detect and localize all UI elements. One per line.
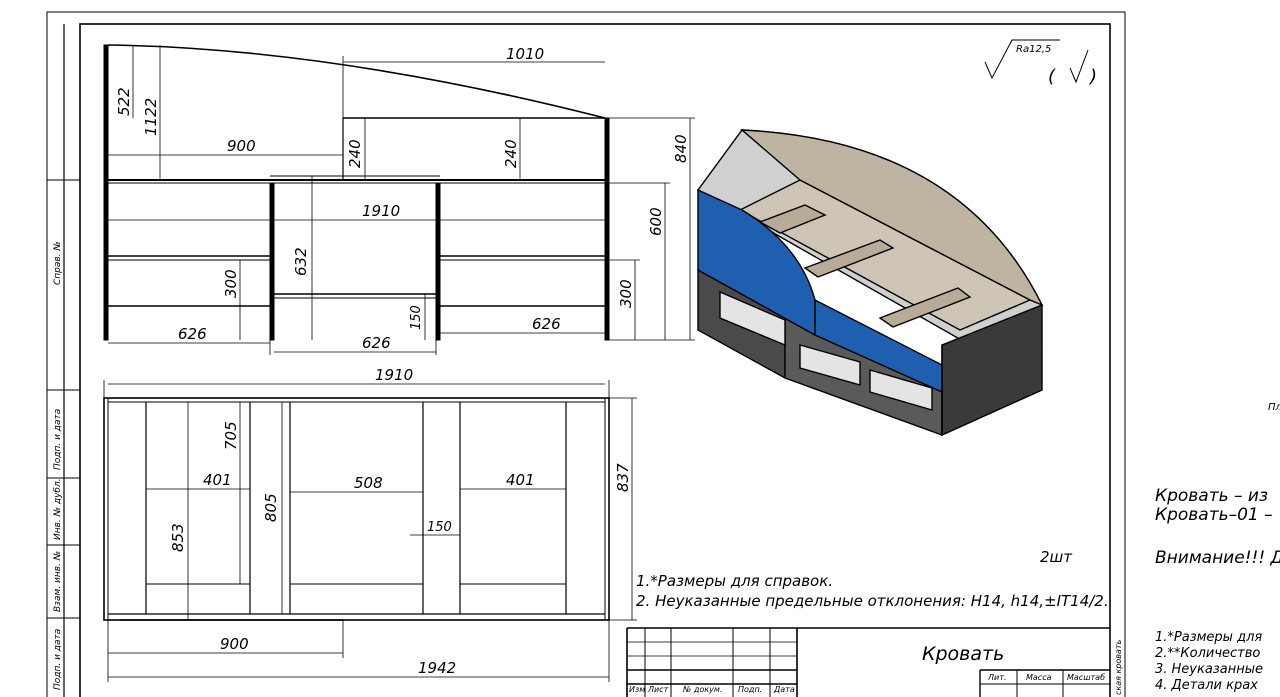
dim-1010: 1010 [506, 45, 544, 63]
side-label-podp-data-2: Подп. и дата [53, 629, 63, 690]
right-warning: Внимание!!! Де [1155, 548, 1280, 568]
roughness-paren-open: ( [1048, 66, 1056, 87]
right-pl-label: Пл [1268, 402, 1280, 413]
tb-lit: Лит. [987, 673, 1006, 682]
dim-150: 150 [427, 520, 452, 535]
tb-vertical-title: ская кровать [1114, 639, 1123, 695]
right-note-4: 4. Детали крах [1155, 678, 1258, 693]
dim-1122: 1122 [142, 98, 160, 136]
dim-805: 805 [262, 493, 280, 522]
tb-dokum: № докум. [682, 685, 722, 694]
tb-podp: Подп. [738, 685, 762, 694]
dim-626-b: 626 [362, 334, 391, 352]
roughness-symbol [984, 39, 1089, 84]
drawing-title: Кровать [922, 643, 1004, 665]
right-note-1: 1.*Размеры для [1155, 630, 1263, 645]
dim-632: 632 [292, 247, 310, 276]
roughness-paren-close: ) [1088, 66, 1097, 87]
right-note-3: 3. Неуказанные [1155, 662, 1263, 677]
side-label-vzam-inv: Взам. инв. № [53, 551, 63, 612]
dim-300-a: 300 [222, 269, 240, 298]
front-view [103, 44, 610, 341]
dim-1910-mid: 1910 [362, 202, 400, 220]
tb-data: Дата [773, 685, 795, 694]
dim-1942: 1942 [418, 659, 456, 677]
dim-900: 900 [220, 635, 249, 653]
dim-401-a: 401 [203, 471, 232, 489]
roughness-value: Ra12,5 [1016, 44, 1051, 55]
front-dimension-lines [108, 45, 695, 355]
plan-dimension-lines [103, 380, 637, 682]
right-line-2: Кровать–01 – [1155, 505, 1273, 525]
inner-frame [79, 23, 1111, 697]
dim-1910: 1910 [375, 366, 413, 384]
note-1: 1.*Размеры для справок. [636, 572, 833, 590]
dim-626-c: 626 [532, 315, 561, 333]
dim-240-b: 240 [502, 139, 520, 168]
outer-frame [46, 11, 1126, 697]
right-note-2: 2.**Количество [1155, 646, 1261, 661]
side-label-inv-dubl: Инв. № дубл. [53, 478, 63, 540]
dim-240-a: 240 [346, 139, 364, 168]
dim-705: 705 [222, 421, 240, 450]
side-label-sprav: Справ. № [53, 241, 63, 285]
plan-view [103, 397, 610, 621]
dim-401-b: 401 [506, 471, 535, 489]
tb-list: Лист [647, 685, 669, 694]
dim-508: 508 [354, 474, 383, 492]
dim-853: 853 [169, 523, 187, 552]
tb-masshtab: Масштаб [1067, 673, 1105, 682]
dim-840: 840 [672, 134, 690, 163]
dim-900-top: 900 [227, 137, 256, 155]
right-line-1: Кровать – из [1155, 486, 1269, 506]
dim-600: 600 [647, 207, 665, 236]
note-2: 2. Неуказанные предельные отклонения: Н1… [636, 592, 1109, 610]
tb-izm: Изм [629, 685, 645, 694]
tb-massa: Масса [1026, 673, 1052, 682]
dim-300-b: 300 [617, 279, 635, 308]
dim-837: 837 [614, 463, 632, 492]
dim-522: 522 [115, 87, 133, 116]
title-block [626, 627, 1110, 697]
side-label-podp-data-1: Подп. и дата [53, 409, 63, 470]
isometric-view [696, 129, 1044, 437]
dim-626-a: 626 [178, 325, 207, 343]
dim-150-a: 150 [409, 305, 424, 330]
quantity: 2шт [1040, 548, 1073, 566]
